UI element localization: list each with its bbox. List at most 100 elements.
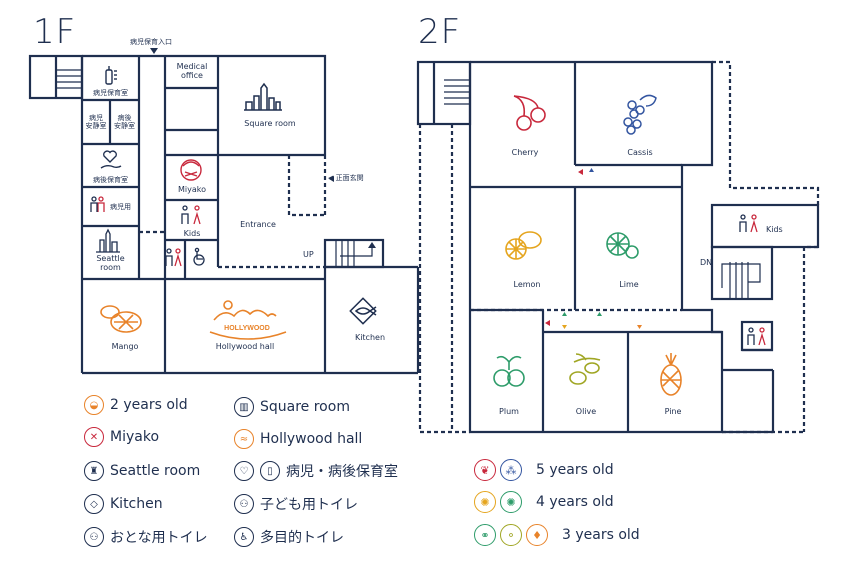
- kids-toilet-legend-icon: ⚇: [234, 494, 254, 514]
- marker-red-2: [545, 320, 550, 326]
- legend-sick-care-text: 病児・病後保育室: [286, 464, 398, 480]
- legend-two-years-text: 2 years old: [110, 397, 188, 413]
- legend-sick-care: ♡ ▯ 病児・病後保育室: [234, 461, 398, 481]
- entrance-marker-red: [578, 169, 583, 175]
- main-entrance-label: ◀ 正面玄関: [328, 174, 364, 182]
- adult-toilet-2f-icon: [747, 327, 766, 346]
- legend-seattle-room: ♜ Seattle room: [84, 461, 200, 481]
- legend-square-room-text: Square room: [260, 399, 350, 415]
- fish-icon: [349, 297, 377, 325]
- plum-age-icon: ⚭: [474, 524, 496, 546]
- lemon-label: Lemon: [513, 280, 541, 289]
- hollywood-sign-text: HOLLYWOOD: [224, 325, 270, 332]
- pineapple-icon: [660, 353, 682, 396]
- marker-green-1: [562, 312, 567, 316]
- bottle-legend-icon: ▯: [260, 461, 280, 481]
- recovery-care-label: 病後保育室: [93, 176, 128, 184]
- olive-icon: [569, 353, 601, 385]
- legend-kids-toilet-text: 子ども用トイレ: [260, 497, 358, 513]
- miyako-legend-icon: ✕: [84, 427, 104, 447]
- age-legend-three: ⚭ ⚬ ♦ 3 years old: [474, 524, 640, 546]
- miyako-label: Miyako: [177, 185, 206, 194]
- sick-entrance-arrow: [150, 48, 158, 54]
- medical-office-label: Medical office: [168, 62, 216, 80]
- fish-legend-icon: ◇: [84, 494, 104, 514]
- adult-toilet-legend-icon: ⚇: [84, 527, 104, 547]
- up-label: UP: [303, 250, 314, 259]
- plum-label: Plum: [499, 407, 519, 416]
- marker-green-2: [597, 312, 602, 316]
- cassis-label: Cassis: [627, 148, 653, 157]
- legend-kids-toilet: ⚇ 子ども用トイレ: [234, 494, 358, 514]
- legend-miyako: ✕ Miyako: [84, 427, 159, 447]
- recovery-rest-line1: 病後: [117, 114, 132, 122]
- age-three-text: 3 years old: [562, 527, 640, 543]
- skyline-legend-icon: ▥: [234, 397, 254, 417]
- olive-age-icon: ⚬: [500, 524, 522, 546]
- bottle-icon: [105, 66, 117, 85]
- marker-yellow: [562, 325, 567, 329]
- pineapple-age-icon: ♦: [526, 524, 548, 546]
- legend-miyako-text: Miyako: [110, 429, 160, 445]
- seattle-legend-icon: ♜: [84, 461, 104, 481]
- legend-hollywood-text: Hollywood hall: [260, 431, 363, 447]
- floor-2f-title: 2F: [418, 12, 462, 52]
- mango-label: Mango: [111, 342, 139, 351]
- hollywood-legend-icon: ≈: [234, 429, 254, 449]
- dn-label: DN: [700, 258, 713, 267]
- age-four-text: 4 years old: [536, 494, 614, 510]
- cherry-age-icon: ❦: [474, 459, 496, 481]
- hollywood-hall-label: Hollywood hall: [215, 342, 275, 351]
- medical-office-line1: Medical: [176, 62, 208, 71]
- sick-care-label: 病児保育室: [93, 89, 128, 97]
- floor-1f-title: 1F: [33, 12, 77, 52]
- sick-rest-line1: 病児: [89, 114, 103, 122]
- kids-1f-label: Kids: [183, 229, 201, 238]
- lime-label: Lime: [619, 280, 639, 289]
- entrance-marker-blue: [589, 168, 594, 172]
- entrance-label: Entrance: [240, 220, 276, 229]
- mango-icon: [100, 305, 142, 333]
- kitchen-label: Kitchen: [354, 333, 386, 342]
- recovery-rest-line2: 安静室: [114, 122, 135, 131]
- cherry-label: Cherry: [511, 148, 539, 157]
- wheelchair-legend-icon: ♿: [234, 527, 254, 547]
- toilet-sick-icon: [97, 196, 105, 212]
- seattle-line1: Seattle: [96, 254, 125, 263]
- kids-2f-label: Kids: [766, 225, 783, 234]
- lime-age-icon: ✺: [500, 491, 522, 513]
- plum-icon: [493, 355, 525, 387]
- hollywood-icon: [209, 300, 287, 340]
- legend-two-years: ◒ 2 years old: [84, 395, 188, 415]
- legend-adult-toilet: ⚇ おとな用トイレ: [84, 527, 208, 547]
- lime-icon: [606, 232, 639, 259]
- wheelchair-icon: [193, 247, 205, 266]
- kids-toilet-2f-icon: [739, 214, 758, 233]
- recovery-rest-label: 病後 安静室: [110, 114, 139, 130]
- medical-office-line2: office: [181, 71, 203, 81]
- cherry-icon: [513, 95, 546, 131]
- legend-seattle-text: Seattle room: [110, 463, 201, 479]
- seattle-icon: [96, 228, 120, 253]
- kids-toilet-1f-icon: [181, 205, 201, 225]
- lemon-age-icon: ✺: [474, 491, 496, 513]
- legend-kitchen-text: Kitchen: [110, 496, 163, 512]
- legend-accessible-toilet: ♿ 多目的トイレ: [234, 527, 344, 547]
- seattle-room-label: Seattle room: [84, 254, 137, 272]
- legend-kitchen: ◇ Kitchen: [84, 494, 163, 514]
- legend-accessible-text: 多目的トイレ: [260, 530, 344, 546]
- age-five-text: 5 years old: [536, 462, 614, 478]
- pine-label: Pine: [664, 407, 682, 416]
- square-room-icon: [244, 82, 282, 111]
- mango-legend-icon: ◒: [84, 395, 104, 415]
- legend-hollywood-hall: ≈ Hollywood hall: [234, 429, 362, 449]
- legend-adult-toilet-text: おとな用トイレ: [110, 530, 208, 546]
- main-entrance-arrow: [329, 176, 334, 182]
- sick-rest-label: 病児 安静室: [82, 114, 110, 130]
- sick-rest-line2: 安静室: [85, 122, 107, 131]
- sick-toilet-label: 病児用: [110, 203, 131, 211]
- age-legend-four: ✺ ✺ 4 years old: [474, 491, 614, 513]
- heart-hand-icon: [100, 150, 122, 169]
- marker-orange: [637, 325, 642, 329]
